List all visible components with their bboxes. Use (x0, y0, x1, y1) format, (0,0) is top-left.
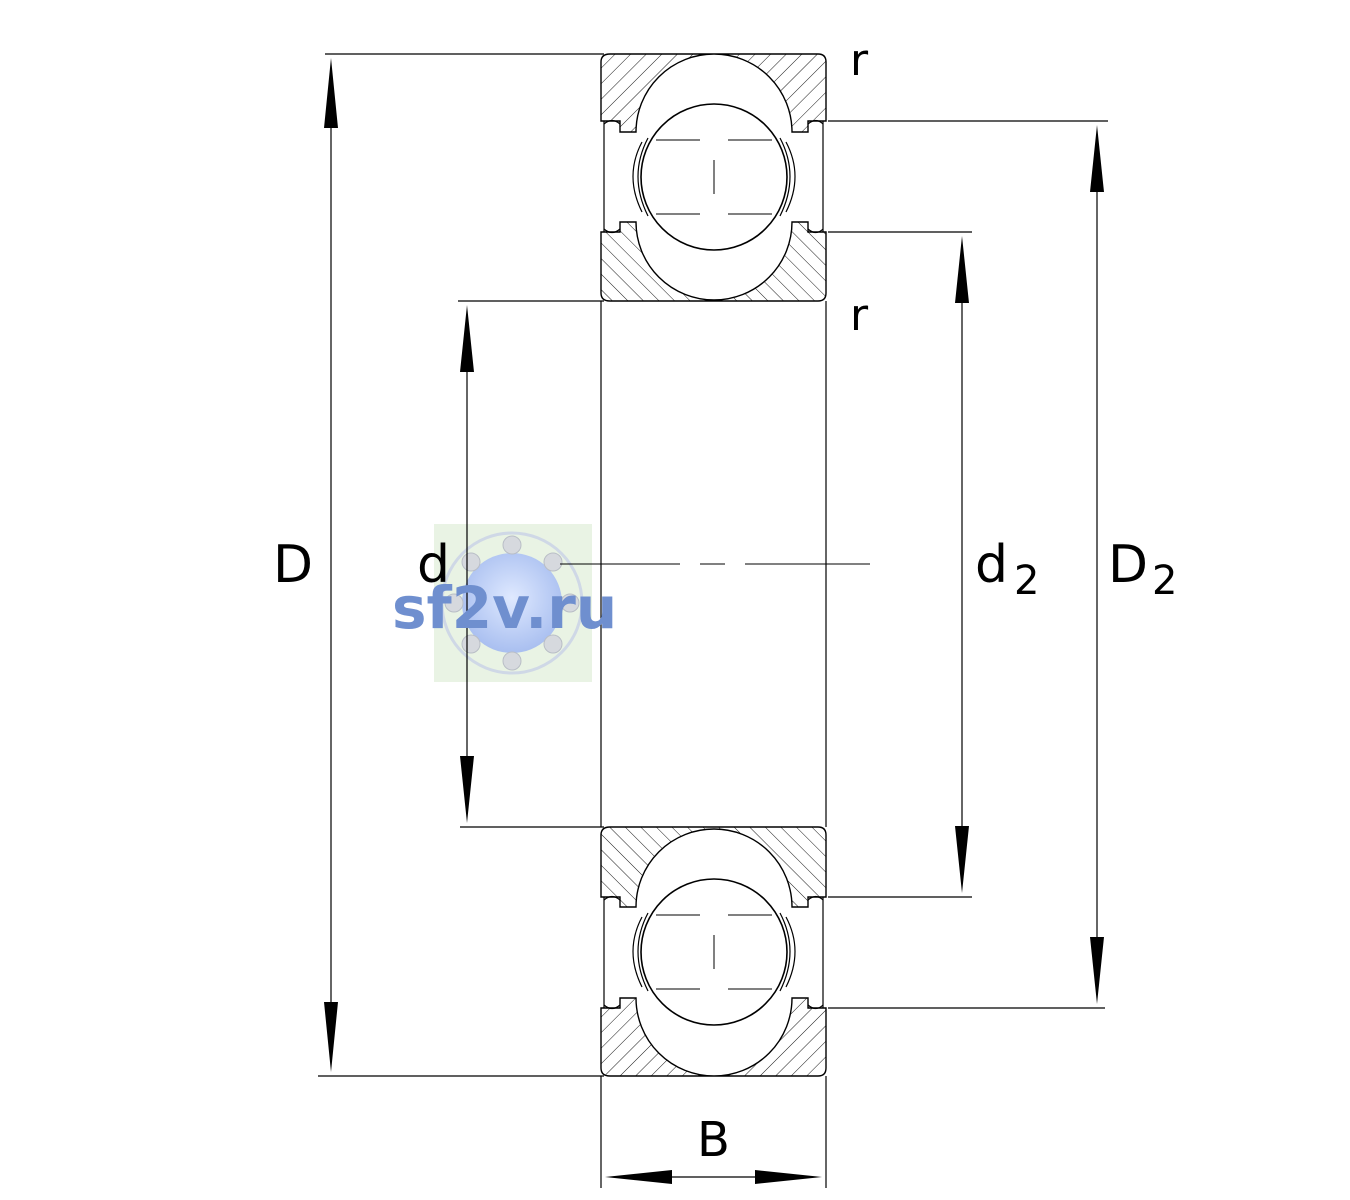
inner-ring-lower (600, 826, 827, 908)
watermark-ball-hub (462, 553, 562, 653)
label-r-top: r (850, 35, 869, 86)
dimension-d2 (955, 236, 969, 893)
arrow-up-icon (955, 236, 969, 303)
dimension-D (324, 58, 338, 1072)
arrow-down-icon (1090, 937, 1104, 1004)
seal-lower (603, 895, 824, 1010)
watermark-logo (434, 524, 592, 682)
bearing-section-lower (600, 826, 827, 1077)
arrow-up-icon (460, 305, 474, 372)
ball-center-marks-lower (656, 914, 772, 990)
arrow-down-icon (955, 826, 969, 893)
inner-ring-upper (600, 221, 827, 302)
watermark-ring (440, 531, 584, 675)
cage-lower (632, 912, 796, 992)
outer-ring-upper (600, 53, 827, 133)
ball-center-marks-upper (656, 139, 772, 215)
label-B: B (697, 1112, 730, 1168)
outer-ring-lower (600, 997, 827, 1077)
extension-lines (318, 53, 1108, 1188)
dimension-d (460, 305, 474, 823)
dimension-D2 (1090, 125, 1104, 1004)
dimension-B (605, 1170, 822, 1184)
watermark-text: sf2v.ru (392, 574, 617, 642)
label-D: D (273, 535, 313, 595)
arrow-down-icon (460, 756, 474, 823)
arrow-left-icon (605, 1170, 672, 1184)
cage-upper (632, 137, 796, 217)
arrow-up-icon (324, 58, 338, 128)
label-d: d (417, 535, 450, 595)
arrow-up-icon (1090, 125, 1104, 192)
label-r-mid: r (850, 290, 869, 341)
arrow-right-icon (755, 1170, 822, 1184)
watermark-ball-ring (444, 535, 580, 671)
bore-outline (600, 301, 827, 827)
arrow-down-icon (324, 1002, 338, 1072)
bearing-section-upper (600, 53, 827, 302)
